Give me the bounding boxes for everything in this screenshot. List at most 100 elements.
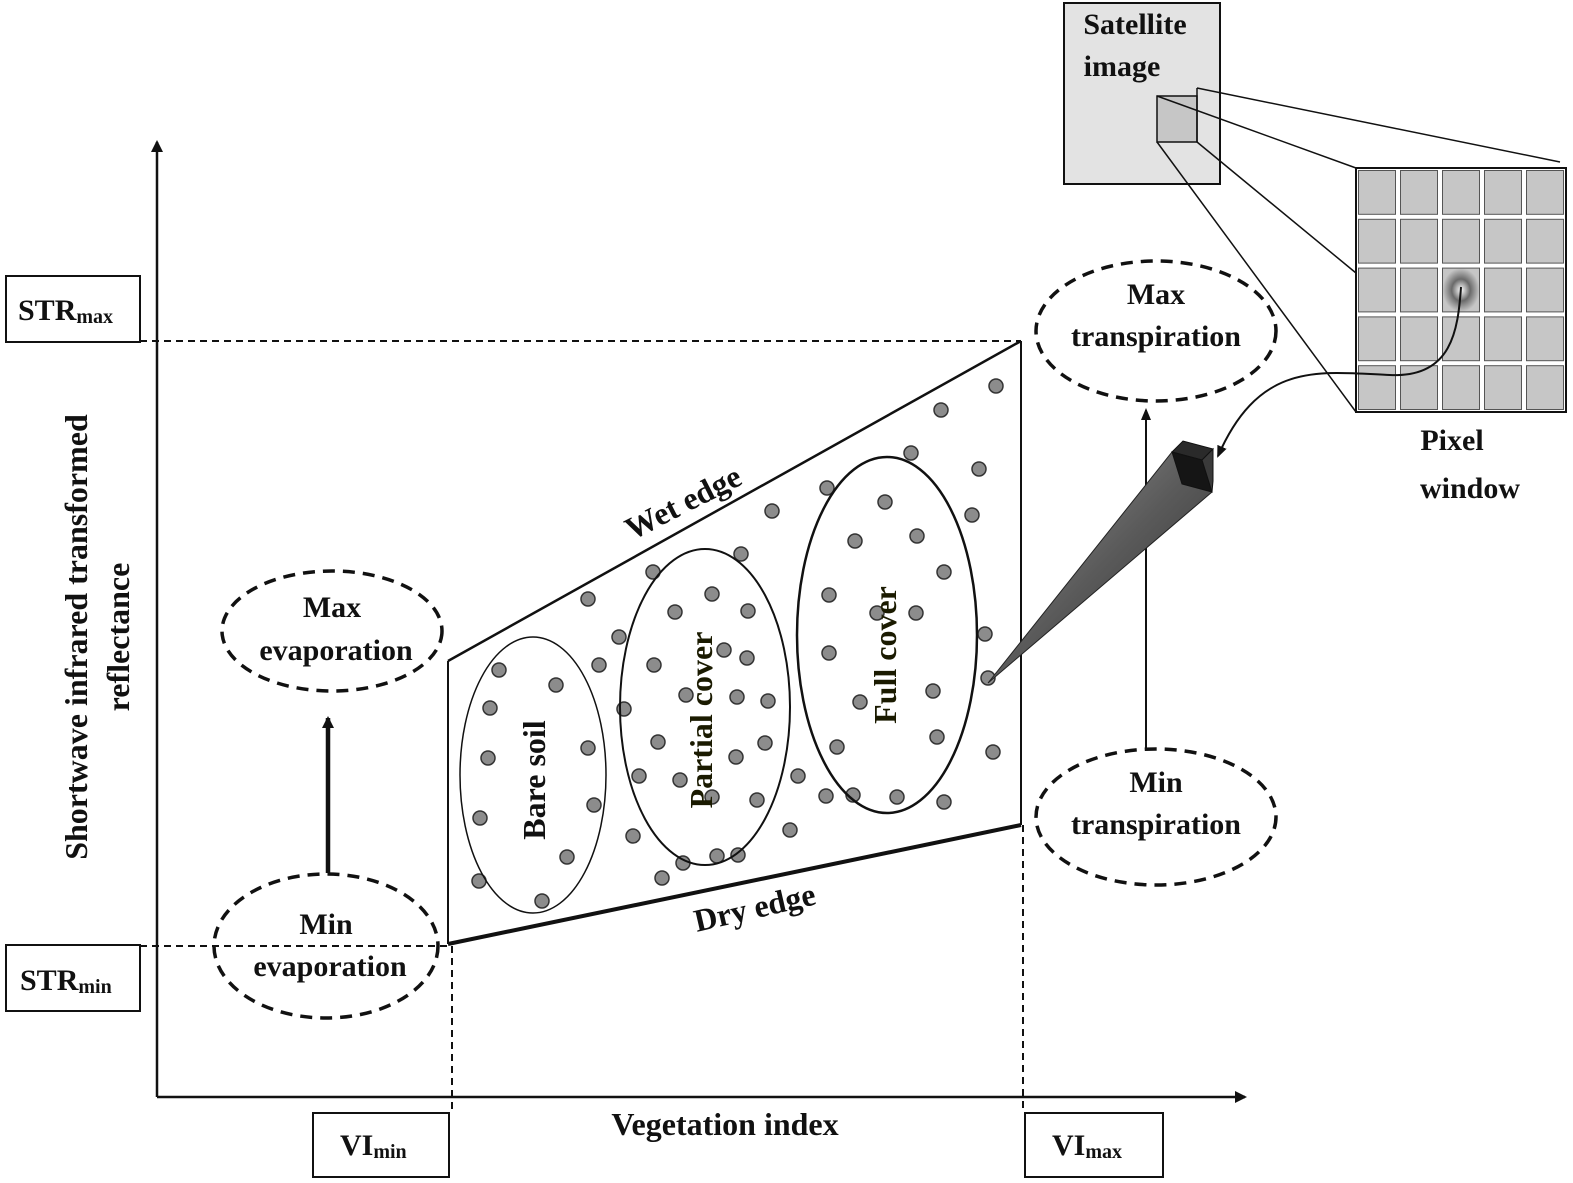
bare-soil-label: Bare soil: [516, 720, 552, 840]
pixel-cell: [1484, 365, 1522, 411]
partial-cover-label: Partial cover: [683, 632, 719, 809]
pixel-dot: [782, 822, 798, 838]
pixel-dot: [964, 507, 980, 523]
pixel-dot: [790, 768, 806, 784]
vi-min-box: VImin: [312, 1112, 450, 1178]
pixel-dot: [704, 789, 720, 805]
max-evaporation-line1: Max: [303, 591, 361, 624]
y-axis-label-line1: Shortwave infrared transformed: [58, 414, 94, 860]
pixel-cell: [1484, 267, 1522, 313]
projection-lines: [1156, 87, 1561, 413]
pixel-cell: [1400, 267, 1438, 313]
pixel-cell: [1400, 316, 1438, 362]
pixel-dot: [591, 657, 607, 673]
svg-text:STRmax: STRmax: [18, 294, 113, 328]
pixel-dot: [559, 849, 575, 865]
pixel-cell: [1526, 365, 1564, 411]
str-min-box: STRmin: [5, 944, 141, 1012]
max-evaporation-ellipse: Max evaporation: [220, 569, 444, 693]
pixel-dot: [491, 662, 507, 678]
pixel-cell: [1400, 170, 1438, 215]
max-transpiration-line2: transpiration: [1071, 320, 1241, 353]
pixel-dot: [646, 657, 662, 673]
pixel-dot: [548, 677, 564, 693]
pixel-cell: [1358, 218, 1396, 264]
wet-edge-line: [447, 339, 1022, 663]
vi-max-sub: max: [1085, 1141, 1122, 1163]
y-axis-label-line2: reflectance: [100, 563, 136, 712]
pixel-window-label-line1: Pixel: [1420, 424, 1483, 457]
pixel-cell: [1484, 170, 1522, 215]
pixel-dot: [821, 587, 837, 603]
pixel-dot: [819, 480, 835, 496]
pixel-dot: [908, 605, 924, 621]
pixel-dot: [764, 503, 780, 519]
min-evaporation-ellipse: Min evaporation: [212, 872, 440, 1020]
pixel-dot: [749, 792, 765, 808]
pixel-cell: [1400, 365, 1438, 411]
pixel-cell: [1526, 316, 1564, 362]
dry-edge-line: [447, 823, 1022, 946]
wet-edge-label: Wet edge: [619, 458, 747, 547]
pixel-cell: [1358, 365, 1396, 411]
pixel-dot: [580, 591, 596, 607]
cluster-ellipses: [459, 455, 979, 914]
axes: [151, 140, 1247, 1103]
min-transpiration-line2: transpiration: [1071, 808, 1241, 841]
pixel-dot: [672, 772, 688, 788]
pixel-cell: [1358, 316, 1396, 362]
min-evaporation-line1: Min: [299, 908, 353, 941]
pixel-cell: [1526, 267, 1564, 313]
dry-edge-label: Dry edge: [690, 876, 818, 939]
pixel-dot: [980, 670, 996, 686]
pixel-dot: [586, 797, 602, 813]
y-axis-label: Shortwave infrared transformed reflectan…: [58, 414, 136, 860]
pixel-cell: [1442, 218, 1480, 264]
vi-max-main: VI: [1052, 1129, 1085, 1162]
max-transpiration-ellipse: Max transpiration: [1034, 259, 1278, 403]
pixel-dot: [936, 794, 952, 810]
min-transpiration-ellipse: Min transpiration: [1034, 747, 1278, 887]
str-max-sub: max: [76, 306, 113, 328]
satellite-label-line2: image: [1084, 50, 1161, 83]
pixel-cell: [1400, 218, 1438, 264]
svg-text:STRmin: STRmin: [20, 964, 112, 998]
pixel-dots: [471, 378, 1004, 909]
pixel-dot: [988, 378, 1004, 394]
pixel-dot: [480, 750, 496, 766]
pixel-dot: [933, 402, 949, 418]
pixel-dot: [704, 586, 720, 602]
pixel-dot: [730, 847, 746, 863]
pixel-dot: [977, 626, 993, 642]
pixel-dot: [740, 603, 756, 619]
full-cover-label: Full cover: [867, 586, 903, 724]
pixel-dot: [739, 650, 755, 666]
pixel-cell: [1358, 170, 1396, 215]
pixel-dot: [654, 870, 670, 886]
pixel-cell: [1526, 170, 1564, 215]
pixel-window-label-line2: window: [1420, 472, 1520, 505]
str-min-sub: min: [78, 976, 111, 998]
vi-min-sub: min: [373, 1141, 406, 1163]
pixel-dot: [728, 749, 744, 765]
svg-text:VImin: VImin: [340, 1129, 407, 1163]
pixel-dot: [852, 694, 868, 710]
pixel-dot: [929, 729, 945, 745]
pixel-cell: [1484, 316, 1522, 362]
pixel-dot: [716, 642, 732, 658]
pixel-dot: [729, 689, 745, 705]
pixel-dot: [985, 744, 1001, 760]
pixel-dot: [611, 629, 627, 645]
pixel-dot: [625, 828, 641, 844]
min-evaporation-line2: evaporation: [253, 950, 407, 983]
pixel-beam: [987, 440, 1214, 684]
pixel-dot: [757, 735, 773, 751]
partial-cover-ellipse: [619, 548, 791, 866]
pixel-dot: [650, 734, 666, 750]
pixel-dot: [472, 810, 488, 826]
pixel-cell: [1358, 267, 1396, 313]
str-min-main: STR: [20, 964, 79, 997]
bare-soil-ellipse: [459, 636, 607, 914]
pixel-cell: [1442, 170, 1480, 215]
reference-lines: [140, 340, 1024, 1112]
